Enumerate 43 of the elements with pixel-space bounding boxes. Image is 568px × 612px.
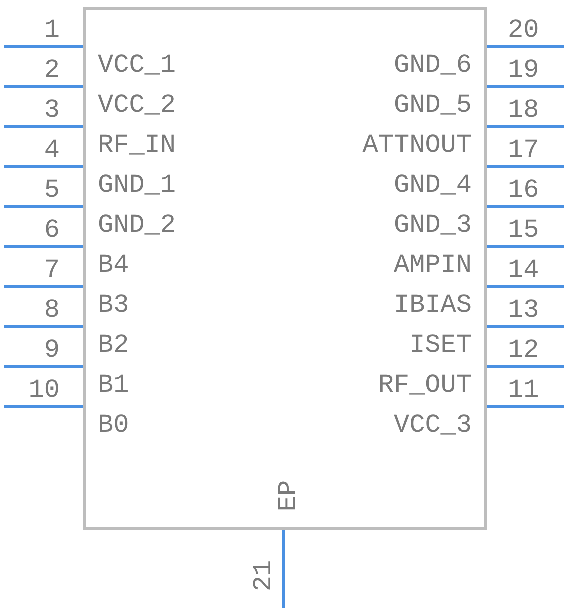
- pin-number: 12: [508, 337, 540, 363]
- pin-number: 11: [508, 377, 540, 403]
- pin-name: GND_1: [98, 172, 176, 198]
- pin-number: 15: [508, 217, 540, 243]
- pin-name: GND_4: [394, 172, 472, 198]
- pin-name: B3: [98, 292, 130, 318]
- pin-name: IBIAS: [394, 292, 472, 318]
- pin-number: 8: [44, 297, 60, 323]
- pin-name: ATTNOUT: [362, 132, 472, 158]
- pin-number: 21: [250, 560, 277, 592]
- pin-number: 9: [44, 337, 60, 363]
- pin-name: RF_IN: [98, 132, 176, 158]
- pin-name: VCC_1: [98, 52, 176, 78]
- pin-name: GND_6: [394, 52, 472, 78]
- pin-name: AMPIN: [394, 252, 472, 278]
- pin-name: EP: [276, 480, 302, 512]
- pin-number: 14: [508, 257, 540, 283]
- pin-name: VCC_3: [394, 412, 472, 438]
- pin-number: 4: [44, 137, 60, 163]
- pin-name: ISET: [410, 332, 472, 358]
- pin-number: 1: [44, 17, 60, 43]
- ic-body: [83, 7, 487, 530]
- pin-name: GND_3: [394, 212, 472, 238]
- pin-number: 20: [508, 17, 540, 43]
- pin-number: 17: [508, 137, 540, 163]
- pin-name: RF_OUT: [378, 372, 472, 398]
- pin-number: 6: [44, 217, 60, 243]
- pin-number: 19: [508, 57, 540, 83]
- pin-number: 13: [508, 297, 540, 323]
- pin-name: GND_5: [394, 92, 472, 118]
- pin-name: GND_2: [98, 212, 176, 238]
- pin-name: VCC_2: [98, 92, 176, 118]
- pin-name: B2: [98, 332, 130, 358]
- pin-number: 2: [44, 57, 60, 83]
- pin-number: 3: [44, 97, 60, 123]
- pin-number: 7: [44, 257, 60, 283]
- pin-name: B1: [98, 372, 130, 398]
- pin-number: 10: [28, 377, 60, 403]
- pin-number: 18: [508, 97, 540, 123]
- pin-name: B4: [98, 252, 130, 278]
- pin-name: B0: [98, 412, 130, 438]
- pin-number: 16: [508, 177, 540, 203]
- pin-number: 5: [44, 177, 60, 203]
